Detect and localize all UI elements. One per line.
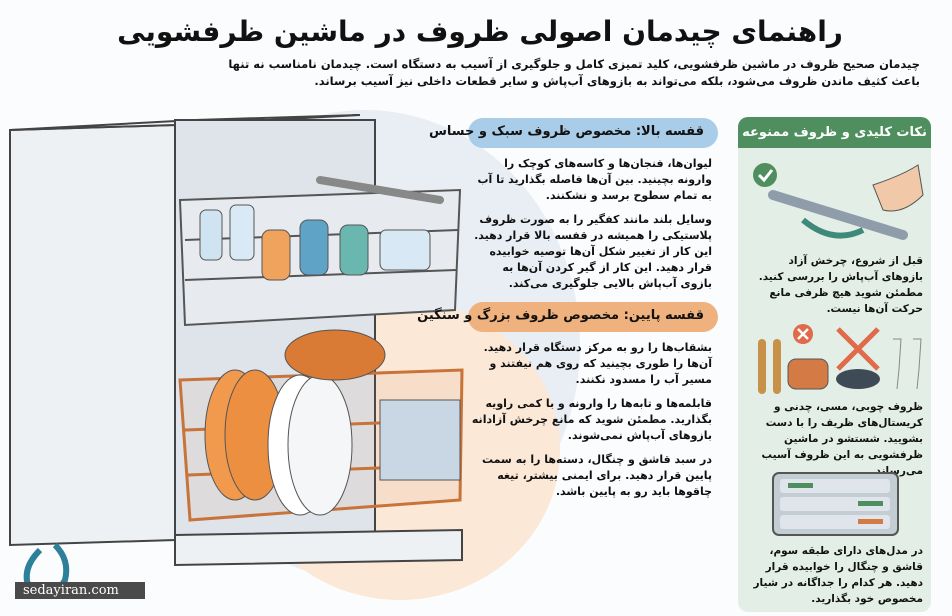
page-title: راهنمای چیدمان اصولی ظروف در ماشین ظرفشو… — [117, 15, 843, 48]
tips-panel: نکات کلیدی و ظروف ممنوعه قبل از شروع، چر… — [738, 117, 931, 612]
dishwasher-side — [9, 123, 176, 547]
forbidden-items-illustration — [758, 324, 922, 394]
tip-text: قبل از شروع، چرخش آزاد بازوهای آب‌پاش را… — [758, 255, 923, 315]
upper-dishes — [199, 176, 444, 281]
sedayiran-logo — [23, 542, 70, 599]
dishwasher-door — [174, 528, 463, 567]
lower-rack-paragraph: در سبد قاشق و چنگال، دسته‌ها را به سمت پ… — [482, 453, 712, 498]
upper-rack-paragraph: وسایل بلند مانند کفگیر را به صورت ظروف پ… — [474, 213, 712, 290]
lower-dishes — [204, 329, 461, 516]
instructions-column: قفسه بالا: مخصوص ظروف سبک و حساس لیوان‌ه… — [417, 118, 718, 500]
tip-text: ظروف چوبی، مسی، چدنی و کریستال‌های ظریف … — [761, 401, 923, 477]
check-icon — [753, 163, 777, 187]
upper-rack-heading: قفسه بالا: مخصوص ظروف سبک و حساس — [429, 118, 718, 148]
dishwasher-illustration — [9, 114, 464, 567]
upper-rack-paragraph: لیوان‌ها، فنجان‌ها و کاسه‌های کوچک را وا… — [477, 157, 712, 202]
watermark-text: sedayiran.com — [15, 582, 145, 599]
tip-text: در مدل‌های دارای طبقه سوم، قاشق و چنگال … — [753, 545, 924, 605]
lower-rack-heading: قفسه پایین: مخصوص ظروف بزرگ و سنگین — [417, 302, 718, 332]
lower-rack-paragraph: قابلمه‌ها و تابه‌ها را وارونه و با کمی ر… — [471, 397, 712, 442]
cutlery-tray-icon — [772, 472, 899, 536]
intro-text: چیدمان صحیح ظروف در ماشین ظرفشویی، کلید … — [228, 57, 920, 88]
tips-panel-heading: نکات کلیدی و ظروف ممنوعه — [738, 117, 931, 148]
spray-arm-illustration — [753, 163, 924, 240]
lower-rack-paragraph: بشقاب‌ها را رو به مرکز دستگاه قرار دهید.… — [483, 341, 712, 386]
